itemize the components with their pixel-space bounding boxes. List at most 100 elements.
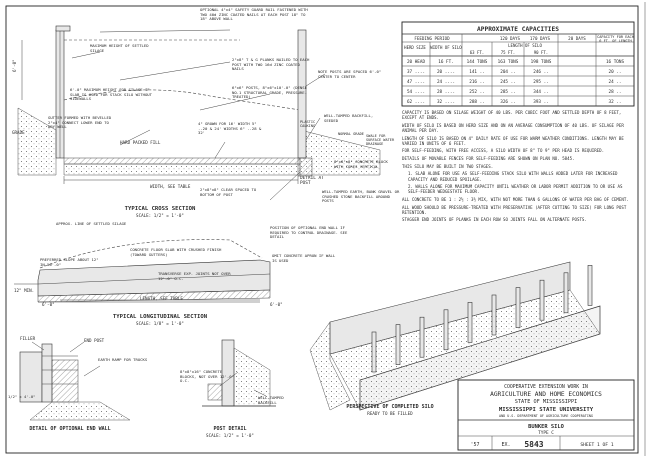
capacity-cell: 54 .... <box>407 89 425 95</box>
capacity-table: APPROXIMATE CAPACITIES FEEDING PERIOD 12… <box>401 21 635 107</box>
perspective-drawing: PERSPECTIVE OF COMPLETED SILO READY TO B… <box>309 261 601 416</box>
plastic-label: PLASTIC CALKING <box>300 120 316 129</box>
note-paragraph: STAGGER END JOINTS OF PLANKS IN EACH ROW… <box>402 217 587 223</box>
floor-slab <box>63 157 301 165</box>
perspective-post <box>515 287 521 328</box>
header-63: 63 FT. <box>470 50 484 55</box>
guard-rail-label: OPTIONAL 4"x4" SAFETY GUARD RAIL FASTENE… <box>200 8 308 22</box>
end-wall-detail-drawing <box>19 341 131 421</box>
header-90: 90 FT. <box>534 50 548 55</box>
tb-date: '57 <box>470 442 479 448</box>
capacity-cell: 20 .... <box>437 69 455 75</box>
capacity-cell: 393 .. <box>533 99 549 105</box>
max-height-label: MAXIMUM HEIGHT OF SETTLED SILAGE <box>90 44 149 53</box>
capacity-cell: 246 .. <box>533 69 549 75</box>
tb-project: BUNKER SILO <box>528 424 564 430</box>
note-paragraph: FOR SELF-FEEDING, WITH FREE ACCESS, A SI… <box>402 148 605 154</box>
post-detail-scale: SCALE: 1/2" = 1'-0" <box>206 433 254 438</box>
perspective-post <box>563 272 569 314</box>
title-block: COOPERATIVE EXTENSION WORK IN AGRICULTUR… <box>457 379 635 451</box>
clear-label: 2"x8"x8" CLEAR SPACED TO BOTTOM OF POST <box>200 188 257 197</box>
apron-label: OMIT CONCRETE APRON IF WALL IS USED <box>272 254 336 263</box>
floor-slab-label: CONCRETE FLOOR SLAB WITH CRUSHED FINISH … <box>130 248 222 257</box>
capacity-title: APPROXIMATE CAPACITIES <box>477 26 559 33</box>
capacity-cell: 20 .. <box>609 69 622 75</box>
preferred-slope-label: PREFERRED SLOPE ABOUT 12" IN 50'-0" <box>40 258 99 267</box>
cross-section-drawing: 6'-0" GRADE <box>12 25 381 201</box>
gutter-label: GUTTER FORMED WITH BEVELLED 2"x4" CONNEC… <box>48 116 112 130</box>
perspective-post <box>395 324 401 365</box>
dim-6b-label: 6'-0" <box>270 302 283 307</box>
post-detail-title: POST DETAIL <box>213 426 246 432</box>
longitudinal-section-drawing: 12" MIN. 6'-0" 6'-0" LENGTH, SEE TABLE <box>14 239 283 307</box>
block-label: 8"x8"x8" CONCRETE BLOCK WITH CORES VERTI… <box>334 160 388 169</box>
capacity-cell: 245 .. <box>500 79 516 85</box>
perspective-subtitle: READY TO BE FILLED <box>367 411 413 416</box>
tb-plan-prefix: EX. <box>501 442 510 448</box>
note-paragraph: LENGTH OF SILO IS BASED ON 4" DAILY RATE… <box>402 135 624 146</box>
grade-label: GRADE <box>12 130 25 135</box>
grown-label: 4" GROWN FOR 16' WIDTH 5" ..20 & 24' WID… <box>198 122 262 136</box>
width-table-label: WIDTH, SEE TABLE <box>150 184 191 189</box>
capacity-cell: 288 .. <box>469 99 485 105</box>
capacity-cell: 47 .... <box>407 79 425 85</box>
svg-text:6'-0": 6'-0" <box>12 59 17 72</box>
notes-block: CAPACITY IS BASED ON SILAGE WEIGHT OF 40… <box>402 110 629 223</box>
header-width: WIDTH OF SILO <box>430 45 462 50</box>
height-6-label: 6'-0" MAXIMUM HEIGHT FOR SILAGE IF SLAB … <box>70 88 152 102</box>
end-wall-dim-label: 1/2" x 4'-0" <box>8 394 35 399</box>
header-75: 75 FT. <box>501 50 515 55</box>
capacity-cell: 24 .. <box>609 79 622 85</box>
planks-label: 2"x8" T & G PLANKS NAILED TO EACH POST W… <box>232 58 310 72</box>
capacity-cell: 344 .. <box>533 89 549 95</box>
tb-line3: STATE OF MISSISSIPPI <box>515 399 577 405</box>
end-post-label: END POST <box>84 338 105 343</box>
perspective-post <box>587 265 593 306</box>
note-paragraph: DETAILS OF MOVABLE FENCES FOR SELF-FEEDI… <box>402 156 575 162</box>
well-tamped-label: WELL-TAMPED BACKFILL, SEEDED <box>324 114 374 123</box>
capacity-cell: 163 TONS <box>498 59 519 65</box>
normal-grade-label: NORMAL GRADE <box>338 132 364 136</box>
detail-post-label: DETAIL AT POST <box>300 176 324 186</box>
capacity-cell: 32 .... <box>437 99 455 105</box>
post-detail-drawing <box>202 339 276 407</box>
header-20-days: 20 DAYS <box>568 36 586 41</box>
header-herd-size: HERD SIZE <box>404 45 426 50</box>
perspective-post <box>467 302 473 343</box>
perspective-post <box>371 331 377 373</box>
capacity-cell: 24 .... <box>437 79 455 85</box>
perspective-post <box>443 309 449 351</box>
perspective-post <box>491 294 497 336</box>
header-length: LENGTH OF SILO <box>508 43 542 48</box>
tb-line4: MISSISSIPPI STATE UNIVERSITY <box>499 407 594 413</box>
posts-label: 6"x6" POSTS, 8"x6"x10'-0" (DENSE NO.1 ST… <box>232 86 307 100</box>
tb-line2: AGRICULTURE AND HOME ECONOMICS <box>490 391 602 398</box>
header-120-days: 120 DAYS <box>500 36 521 41</box>
capacity-cell: 204 .. <box>500 69 516 75</box>
length-label: LENGTH, SEE TABLE <box>140 296 183 301</box>
note-paragraph: THIS SILO MAY BE BUILT IN TWO STAGES. <box>402 163 494 169</box>
capacity-cell: 28 .. <box>609 89 622 95</box>
header-170-days: 170 DAYS <box>530 36 551 41</box>
capacity-cell: 198 TONS <box>531 59 552 65</box>
capacity-cell: 216 .. <box>469 79 485 85</box>
long-section-scale: SCALE: 1/8" = 1'-0" <box>136 321 184 326</box>
capacity-cell: 16 TONS <box>606 59 625 65</box>
header-feeding-period: FEEDING PERIOD <box>414 36 450 41</box>
perspective-title: PERSPECTIVE OF COMPLETED SILO <box>346 404 433 410</box>
perspective-post <box>539 279 545 321</box>
dim-6a-label: 6'-0" <box>42 302 55 307</box>
post-backfill-label: WELL-TAMPED BACKFILL <box>258 396 284 405</box>
tb-line5: AND U.S. DEPARTMENT OF AGRICULTURE COOPE… <box>499 414 593 418</box>
hard-fill-label: HARD PACKED FILL <box>120 140 161 145</box>
capacity-cell: 37 .... <box>407 69 425 75</box>
note-paragraph: ALL CONCRETE TO BE 1 : 2½ : 3½ MIX, WITH… <box>402 196 629 202</box>
note-paragraph: WIDTH OF SILO IS BASED ON HERD SIZE AND … <box>402 122 624 133</box>
sheet-border <box>5 5 639 454</box>
swale-label: SWALE FOR SURFACE WATER DRAINAGE <box>366 134 395 147</box>
tb-type: TYPE C <box>538 430 554 436</box>
joints-label: TRANSVERSE EXP. JOINTS NOT OVER 12'-0" O… <box>158 272 231 281</box>
capacity-cell: 16 FT. <box>438 59 454 65</box>
filler-label: FILLER <box>20 336 36 341</box>
